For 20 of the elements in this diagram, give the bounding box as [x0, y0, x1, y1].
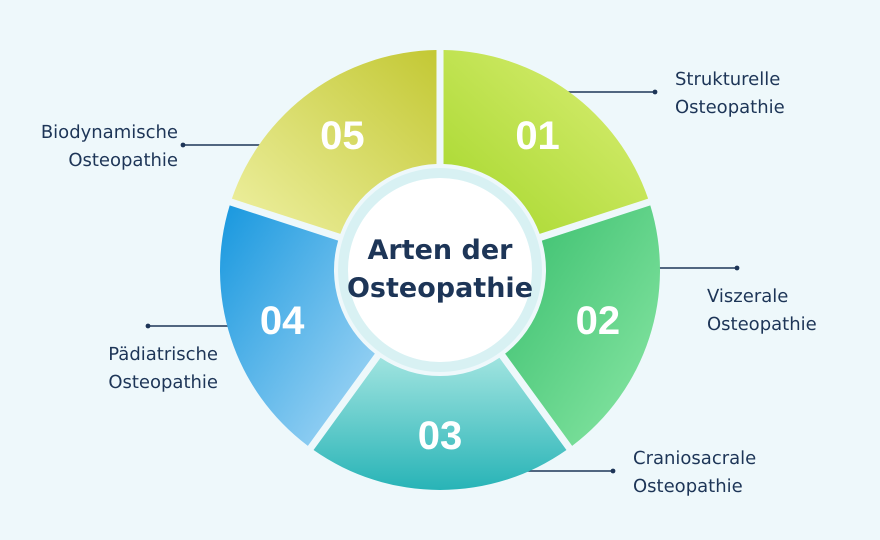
category-label: Strukturelle Osteopathie [675, 66, 855, 122]
segment-number: 02 [574, 299, 622, 344]
category-label: Pädiatrische Osteopathie [48, 341, 218, 397]
wheel-segment [444, 50, 648, 234]
segment-number: 01 [514, 114, 561, 158]
leader-line [658, 266, 740, 270]
center-circle [348, 178, 532, 362]
segment-number: 05 [319, 114, 366, 158]
leader-line [567, 90, 658, 94]
center-title: Arten der Osteopathie [346, 234, 534, 306]
category-label: Craniosacrale Osteopathie [633, 445, 833, 501]
category-label: Viszerale Osteopathie [707, 283, 867, 339]
leader-line [527, 468, 616, 474]
wheel-segment [314, 358, 566, 490]
segment-number: 04 [258, 299, 306, 344]
segment-number: 03 [416, 414, 464, 458]
wheel-segment [232, 50, 436, 234]
leader-line [180, 142, 261, 148]
category-label: Biodynamische Osteopathie [3, 119, 178, 175]
leader-line [146, 324, 230, 328]
